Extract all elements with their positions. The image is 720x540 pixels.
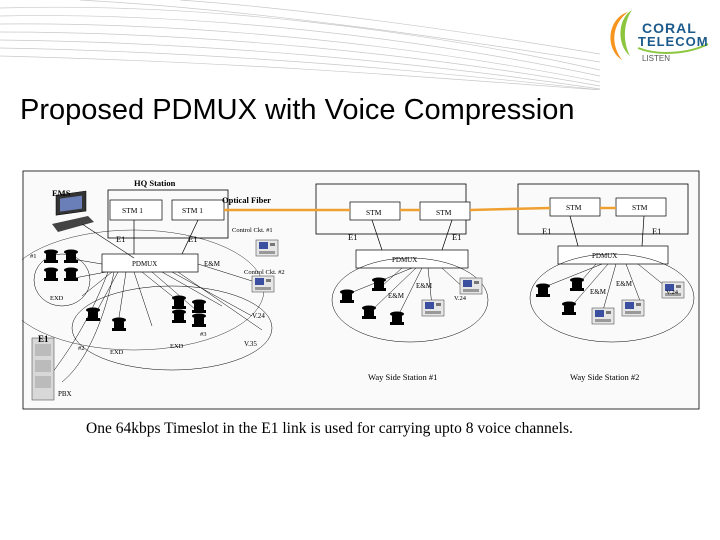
pdmux-box-ws2 (557, 245, 669, 265)
way-side-station-1-label: Way Side Station #1 (368, 372, 437, 382)
optical-fiber-label: Optical Fiber (222, 195, 271, 205)
ems-computer-icon (52, 190, 94, 232)
decorative-lines (0, 0, 601, 90)
pdmux-label-hq: PDMUX (132, 260, 157, 268)
logo-brand-line1: CORAL (642, 20, 697, 36)
em-label-ws1: E&M (388, 292, 405, 300)
company-logo: CORAL TELECOM LISTEN (598, 4, 716, 74)
em-label-ws2b: E&M (616, 280, 633, 288)
v35-label: V.35 (244, 340, 257, 348)
pdmux-label-ws2: PDMUX (592, 252, 617, 260)
control-ckt-1-label: Control Ckt. #1 (232, 227, 273, 234)
ems-label: EMS (52, 188, 71, 198)
em-label-hq: E&M (204, 260, 221, 268)
e1-label-pbx: E1 (38, 334, 49, 344)
network-diagram: EMS HQ Station Optical Fiber STM 1 STM 1… (22, 170, 700, 410)
logo-swoosh-icon (610, 10, 709, 60)
logo-tagline: LISTEN (642, 54, 671, 63)
control-ckt-2-label: Control Ckt. #2 (244, 269, 285, 276)
exd-label-1: EXD (50, 295, 64, 302)
caption: One 64kbps Timeslot in the E1 link is us… (86, 420, 573, 437)
stm-label-3: STM (566, 203, 582, 212)
e1-label-2: E1 (188, 234, 197, 244)
e1-label-3: E1 (348, 232, 357, 242)
stm1-label-a: STM 1 (122, 206, 143, 215)
pbx-icon (31, 337, 55, 401)
e1-label-4: E1 (452, 232, 461, 242)
stm1-box-a (109, 199, 163, 221)
page-title: Proposed PDMUX with Voice Compression (20, 94, 575, 126)
stm-label-4: STM (632, 203, 648, 212)
v24-label-hq: V.24 (252, 312, 265, 320)
em-label-ws1b: E&M (416, 282, 433, 290)
optical-fiber-link-3 (469, 206, 551, 212)
stm1-label-b: STM 1 (182, 206, 203, 215)
hq-box (107, 189, 229, 239)
v24-label-ws1: V.24 (454, 295, 467, 302)
exd-label-3: EXD (170, 343, 184, 350)
exd-label-2: EXD (110, 349, 124, 356)
stm-label-2: STM (436, 208, 452, 217)
hq-station-label: HQ Station (134, 178, 176, 188)
pbx-label: PBX (58, 390, 72, 398)
e1-label-5: E1 (542, 226, 551, 236)
channel-1-label: #1 (30, 253, 37, 260)
e1-label-6: E1 (652, 226, 661, 236)
pdmux-box-hq (101, 253, 199, 273)
stm-label-1: STM (366, 208, 382, 217)
pdmux-label-ws1: PDMUX (392, 256, 417, 264)
e1-label-1: E1 (116, 234, 125, 244)
way-side-station-2-label: Way Side Station #2 (570, 372, 639, 382)
v24-label-ws2: V.24 (666, 289, 679, 296)
channel-2-label: #2 (78, 345, 85, 352)
logo-brand-line2: TELECOM (638, 34, 709, 49)
em-label-ws2: E&M (590, 288, 607, 296)
channel-3-label: #3 (200, 331, 207, 338)
